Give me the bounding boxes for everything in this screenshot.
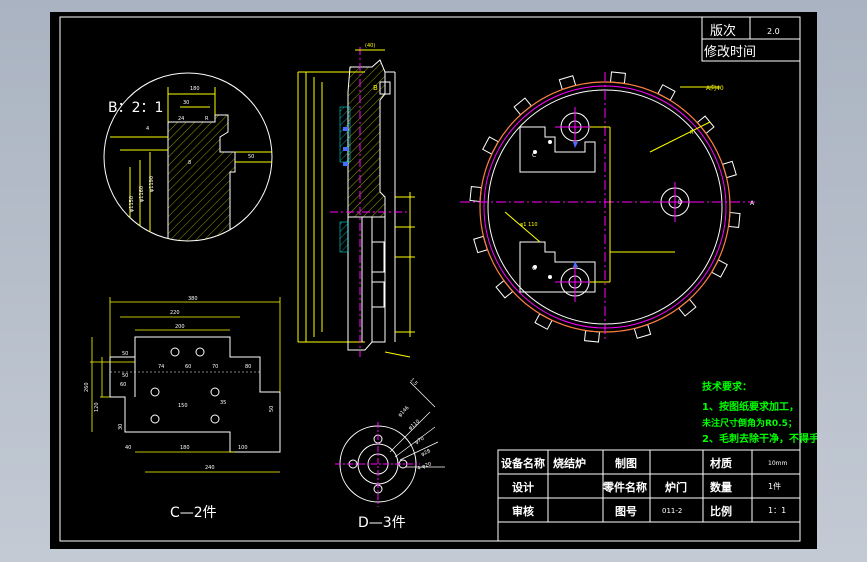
plan-label-d: D xyxy=(678,199,683,206)
version-label: 版次 xyxy=(710,23,736,39)
scale-value: 1：1 xyxy=(768,506,786,515)
svg-text:200: 200 xyxy=(175,324,185,330)
svg-text:φ1160: φ1160 xyxy=(139,186,145,202)
drawing-no-value: 011-2 xyxy=(662,507,682,515)
revision-box: 版次 2.0 修改时间 xyxy=(701,16,801,62)
review-label: 审核 xyxy=(512,504,534,518)
quantity-label: 数量 xyxy=(710,480,732,494)
svg-text:φ1 110: φ1 110 xyxy=(520,222,538,228)
plan-tab xyxy=(609,71,626,84)
tech-req-item-1: 1、按图纸要求加工， xyxy=(702,400,799,413)
svg-text:40: 40 xyxy=(125,445,131,451)
svg-text:30: 30 xyxy=(183,100,189,106)
svg-text:φ1190: φ1190 xyxy=(149,176,155,192)
tech-req-item-2: 未注尺寸倒角为R0.5； xyxy=(701,417,797,429)
drawing-canvas[interactable]: 版次 2.0 修改时间 xyxy=(50,12,817,549)
part-d3-view: φ146 φ110 φ70 φ28 4-φ20 1.5 D—3件 xyxy=(335,377,445,531)
svg-text:50: 50 xyxy=(248,154,254,160)
drawing-svg: 版次 2.0 修改时间 xyxy=(59,16,817,542)
plan-label-c-top: C xyxy=(532,152,536,159)
plan-label-a: A xyxy=(750,200,755,207)
svg-text:1.5: 1.5 xyxy=(409,377,419,387)
section-view: (40) B xyxy=(297,43,415,358)
plan-note: A向40 xyxy=(706,84,724,92)
svg-text:4-φ20: 4-φ20 xyxy=(417,461,433,472)
title-block: 设备名称 烧结炉 制图 材质 10mm 设计 零件名称 炉门 数量 1件 审核 … xyxy=(497,449,801,542)
svg-text:R: R xyxy=(205,116,209,122)
svg-text:74: 74 xyxy=(158,364,164,370)
svg-text:50: 50 xyxy=(269,406,275,412)
drawing-no-label: 图号 xyxy=(615,505,637,518)
tech-req-title: 技术要求： xyxy=(702,380,752,393)
material-value: 10mm xyxy=(768,460,787,467)
quantity-value: 1件 xyxy=(768,481,781,491)
svg-text:φ28: φ28 xyxy=(420,448,431,458)
svg-text:R: R xyxy=(690,130,694,136)
modify-time-label: 修改时间 xyxy=(704,45,756,60)
svg-text:φ146: φ146 xyxy=(397,405,410,418)
tech-req-item-3: 2、毛刺去除干净，不得手。 xyxy=(702,432,817,445)
svg-text:50: 50 xyxy=(122,373,128,379)
part-c2-caption: C—2件 xyxy=(170,505,217,521)
device-name-value: 烧结炉 xyxy=(553,456,586,470)
svg-text:260: 260 xyxy=(84,382,90,392)
svg-text:8: 8 xyxy=(188,160,191,166)
svg-text:φ70: φ70 xyxy=(414,436,425,446)
scale-label: 比例 xyxy=(710,504,732,518)
design-label: 设计 xyxy=(512,480,534,494)
technical-requirements: 技术要求： 1、按图纸要求加工， 未注尺寸倒角为R0.5； 2、毛刺去除干净，不… xyxy=(701,380,817,445)
svg-text:φ1150: φ1150 xyxy=(129,196,135,212)
svg-text:50: 50 xyxy=(122,351,128,357)
detail-b-view: B：2：1 180 30 24 R 4 50 8 φ1150 φ1160 φ11… xyxy=(103,72,273,242)
svg-text:100: 100 xyxy=(238,445,248,451)
plan-view: A C C D A向40 φ1 110 R xyxy=(460,71,755,343)
svg-text:180: 180 xyxy=(180,445,190,451)
part-d3-caption: D—3件 xyxy=(358,515,406,531)
material-label: 材质 xyxy=(710,456,732,470)
plan-label-c-bottom: C xyxy=(532,265,536,272)
part-c2-view: 380 220 200 50 50 74 60 70 80 260 150 12… xyxy=(84,296,281,521)
plan-tab xyxy=(584,330,601,343)
section-label-b: B xyxy=(373,84,378,92)
svg-text:220: 220 xyxy=(170,310,180,316)
section-top-dim: (40) xyxy=(365,43,375,49)
svg-text:80: 80 xyxy=(245,364,251,370)
device-name-label: 设备名称 xyxy=(501,456,545,470)
svg-text:240: 240 xyxy=(205,465,215,471)
plan-tab xyxy=(728,211,741,228)
svg-text:φ110: φ110 xyxy=(407,419,421,432)
svg-text:30: 30 xyxy=(118,424,124,430)
version-value: 2.0 xyxy=(767,27,780,36)
svg-text:35: 35 xyxy=(220,400,226,406)
svg-text:120: 120 xyxy=(94,402,100,412)
svg-text:180: 180 xyxy=(190,86,200,92)
plan-tab xyxy=(469,186,482,203)
drawing-frame xyxy=(59,16,801,542)
part-name-label: 零件名称 xyxy=(602,480,647,494)
part-name-value: 炉门 xyxy=(665,480,687,494)
svg-text:60: 60 xyxy=(185,364,191,370)
drawing-type: 制图 xyxy=(615,456,637,470)
svg-text:60: 60 xyxy=(120,382,126,388)
svg-text:70: 70 xyxy=(212,364,218,370)
svg-text:24: 24 xyxy=(178,116,184,122)
detail-b-label: B：2：1 xyxy=(108,100,163,116)
svg-text:380: 380 xyxy=(188,296,198,302)
svg-text:4: 4 xyxy=(146,126,149,132)
svg-text:150: 150 xyxy=(178,403,188,409)
